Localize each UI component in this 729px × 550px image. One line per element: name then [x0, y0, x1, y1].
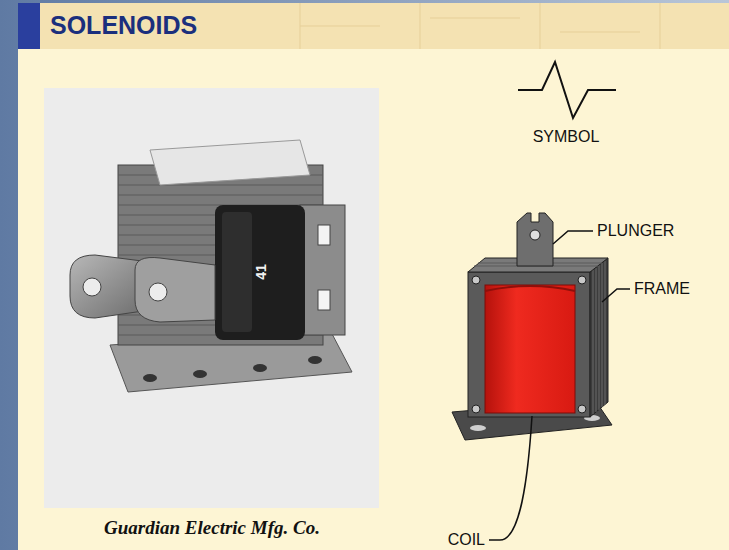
plunger: [517, 213, 553, 266]
laminated-body: [118, 165, 323, 345]
photo-credit: Guardian Electric Mfg. Co.: [104, 518, 320, 539]
plunger-face: [222, 212, 252, 332]
part-label: PLUNGER: [597, 222, 674, 240]
header-marker: [18, 3, 40, 49]
symbol-label: SYMBOL: [533, 128, 600, 146]
solenoid-photo: [44, 88, 379, 508]
tab-hole: [149, 283, 167, 301]
leader-line: [553, 231, 593, 244]
flange-slot: [318, 290, 330, 310]
top-label: [150, 140, 310, 185]
mount-hole: [143, 374, 157, 382]
header-band: [18, 3, 729, 49]
header-pattern: [300, 3, 660, 49]
solenoid-illustration: [452, 213, 612, 440]
slide-title: SOLENOIDS: [50, 12, 197, 40]
plunger-hole: [530, 230, 540, 240]
mount-hole: [253, 364, 267, 372]
photo-ground: [44, 88, 379, 508]
coil-winding: [485, 285, 575, 413]
leader-line: [489, 416, 532, 540]
mount-hole: [193, 370, 207, 378]
frame-bolt: [472, 276, 480, 284]
tab-hole: [83, 278, 101, 296]
base-slot: [470, 425, 486, 431]
part-label: FRAME: [634, 280, 690, 298]
content-panel: [18, 49, 729, 550]
solenoid-symbol: [518, 62, 616, 118]
leader-line: [602, 289, 630, 302]
frame-front: [468, 272, 590, 417]
header-ground: [18, 3, 729, 49]
part-marking: 41: [254, 264, 269, 280]
coil-edge: [485, 286, 575, 291]
frame-bolt: [578, 405, 586, 413]
frame-bolt: [578, 276, 586, 284]
plunger-block: [215, 205, 305, 340]
frame-side: [590, 258, 608, 417]
part-label: COIL: [448, 531, 485, 549]
side-flange: [300, 205, 345, 335]
frame-bolt: [472, 405, 480, 413]
flange-slot: [318, 225, 330, 245]
frame-laminations: [593, 261, 605, 414]
ear-tab: [135, 258, 215, 323]
mount-hole: [308, 356, 322, 364]
